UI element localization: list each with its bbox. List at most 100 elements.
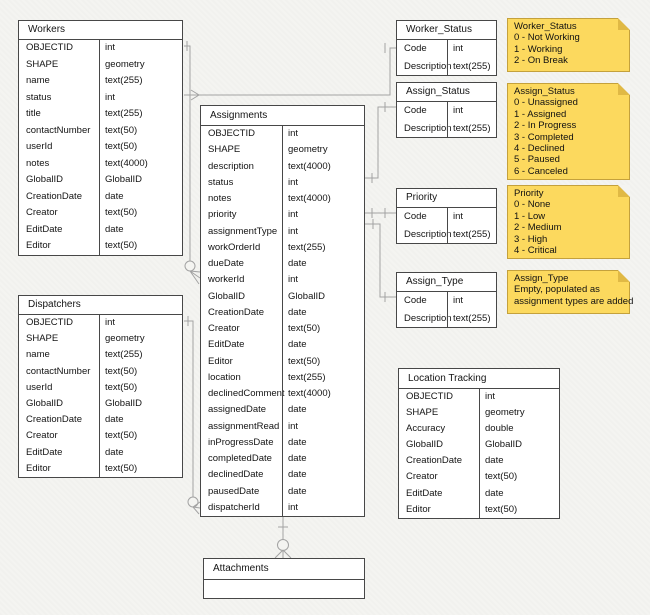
cardinality-zero-icon — [277, 539, 289, 551]
field-type: text(50) — [105, 141, 138, 152]
field-type: text(4000) — [288, 388, 331, 399]
field-row[interactable]: CreationDate date — [19, 189, 182, 206]
field-name: Code — [404, 43, 427, 54]
field-name: Creator — [26, 430, 58, 442]
field-name: CreationDate — [26, 190, 82, 202]
field-row[interactable] — [204, 580, 364, 598]
field-name: description — [208, 160, 254, 172]
field-name: dispatcherId — [208, 501, 260, 513]
field-type: int — [453, 105, 464, 116]
field-name: Accuracy — [406, 423, 446, 435]
wire-assignments-assign-status[interactable] — [365, 106, 396, 179]
field-type: int — [288, 176, 299, 188]
wire-workers-assignments[interactable] — [184, 45, 191, 261]
field-type: GlobalID — [485, 439, 522, 451]
wire-dispatchers-assignments[interactable] — [184, 320, 194, 497]
entity-attachments[interactable]: Attachments — [203, 558, 365, 599]
field-name: Code — [404, 295, 427, 306]
wire-workers-worker-status[interactable] — [184, 47, 396, 96]
field-type: date — [288, 485, 307, 497]
wire-assignments-assign-type[interactable] — [365, 223, 396, 298]
field-type: date — [105, 190, 124, 202]
